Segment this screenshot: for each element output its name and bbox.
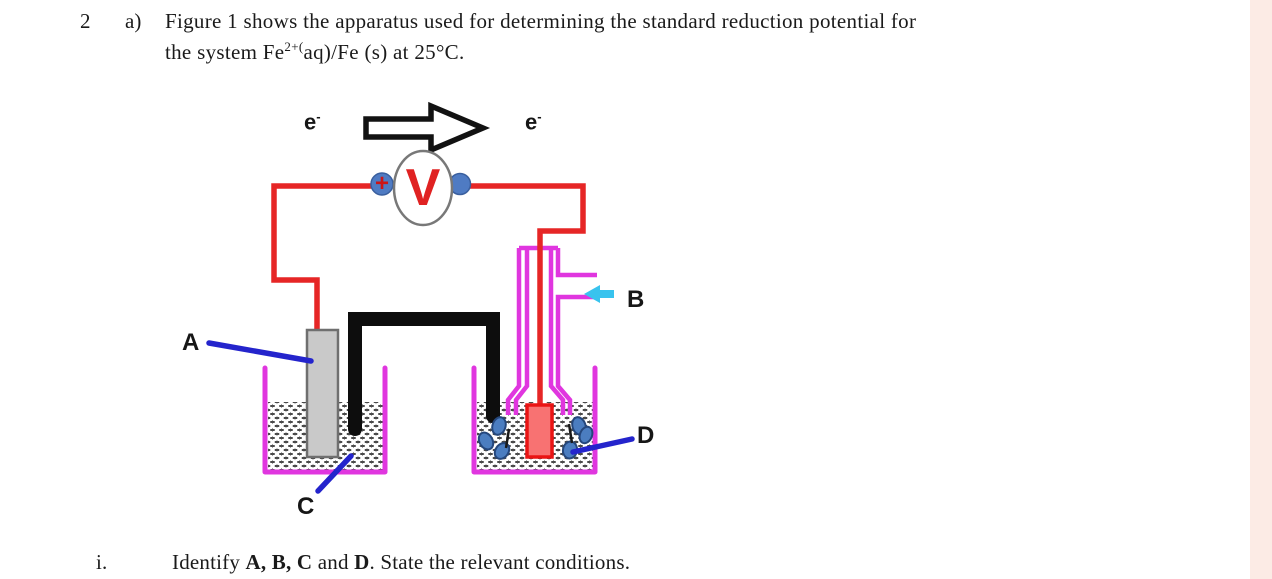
tube-inner-left-wall bbox=[513, 248, 530, 415]
electron-label-right: e- bbox=[525, 110, 542, 133]
beaker-left bbox=[262, 365, 388, 475]
label-a: A bbox=[182, 329, 200, 356]
page-edge-strip bbox=[1250, 0, 1272, 579]
electron-left-sup: - bbox=[316, 109, 321, 124]
question-number: 2 bbox=[80, 9, 91, 33]
tube-outer-left-wall bbox=[505, 248, 522, 415]
hydrogen-electrode-tube bbox=[505, 245, 597, 415]
label-c: C bbox=[297, 493, 315, 520]
salt-bridge bbox=[348, 312, 500, 436]
electrode-right bbox=[525, 403, 554, 459]
subq-part1: Identify bbox=[172, 550, 246, 574]
subq-part3: . State the relevant conditions. bbox=[369, 550, 631, 574]
pointer-line-d bbox=[570, 436, 635, 455]
question-text-line1: Figure 1 shows the apparatus used for de… bbox=[165, 9, 917, 33]
electrode-metal-left bbox=[305, 328, 340, 459]
electron-left-base: e bbox=[304, 109, 317, 135]
voltmeter-dial bbox=[392, 149, 454, 227]
question-line2-suffix: aq)/Fe (s) at 25°C. bbox=[303, 40, 465, 64]
bubble bbox=[493, 442, 511, 460]
bubble bbox=[477, 431, 495, 451]
bubble-trail-right bbox=[567, 423, 574, 444]
wire-left bbox=[271, 183, 383, 334]
subquestion-numeral: i. bbox=[96, 550, 108, 574]
electron-label-left: e- bbox=[304, 110, 321, 133]
gas-inlet-arrow-icon bbox=[584, 285, 614, 303]
beaker-right bbox=[471, 365, 598, 475]
question-part-label: a) bbox=[125, 9, 142, 33]
question-line2-superscript: 2+( bbox=[284, 39, 304, 54]
subq-bold1: A, B, C bbox=[245, 550, 313, 574]
electron-right-sup: - bbox=[537, 109, 542, 124]
question-line2-prefix: the system Fe bbox=[165, 40, 285, 64]
pointer-line-a bbox=[206, 340, 314, 364]
tube-inner-right-wall bbox=[548, 248, 566, 415]
bubble bbox=[491, 416, 507, 436]
electron-flow-arrow-icon bbox=[363, 101, 491, 155]
bubble bbox=[578, 425, 594, 445]
positive-terminal-label: + bbox=[374, 170, 389, 197]
gas-bubbles bbox=[477, 416, 594, 460]
label-b: B bbox=[627, 286, 645, 313]
label-d: D bbox=[637, 422, 655, 449]
bubble-trail-left bbox=[504, 428, 511, 449]
subq-bold2: D bbox=[354, 550, 370, 574]
wire-right bbox=[460, 183, 586, 406]
subq-part2: and bbox=[312, 550, 355, 574]
subquestion-text: Identify A, B, C and D. State the releva… bbox=[172, 550, 630, 575]
tube-outer-right-wall-and-arm-top bbox=[555, 248, 597, 278]
voltmeter bbox=[370, 149, 472, 227]
question-text-line2: the system Fe2+(aq)/Fe (s) at 25°C. bbox=[165, 39, 465, 65]
pointer-line-c bbox=[315, 453, 354, 494]
voltmeter-label: V bbox=[405, 159, 441, 217]
tube-arm-bottom-and-outer-right-wall bbox=[555, 294, 597, 415]
electron-right-base: e bbox=[525, 109, 538, 135]
